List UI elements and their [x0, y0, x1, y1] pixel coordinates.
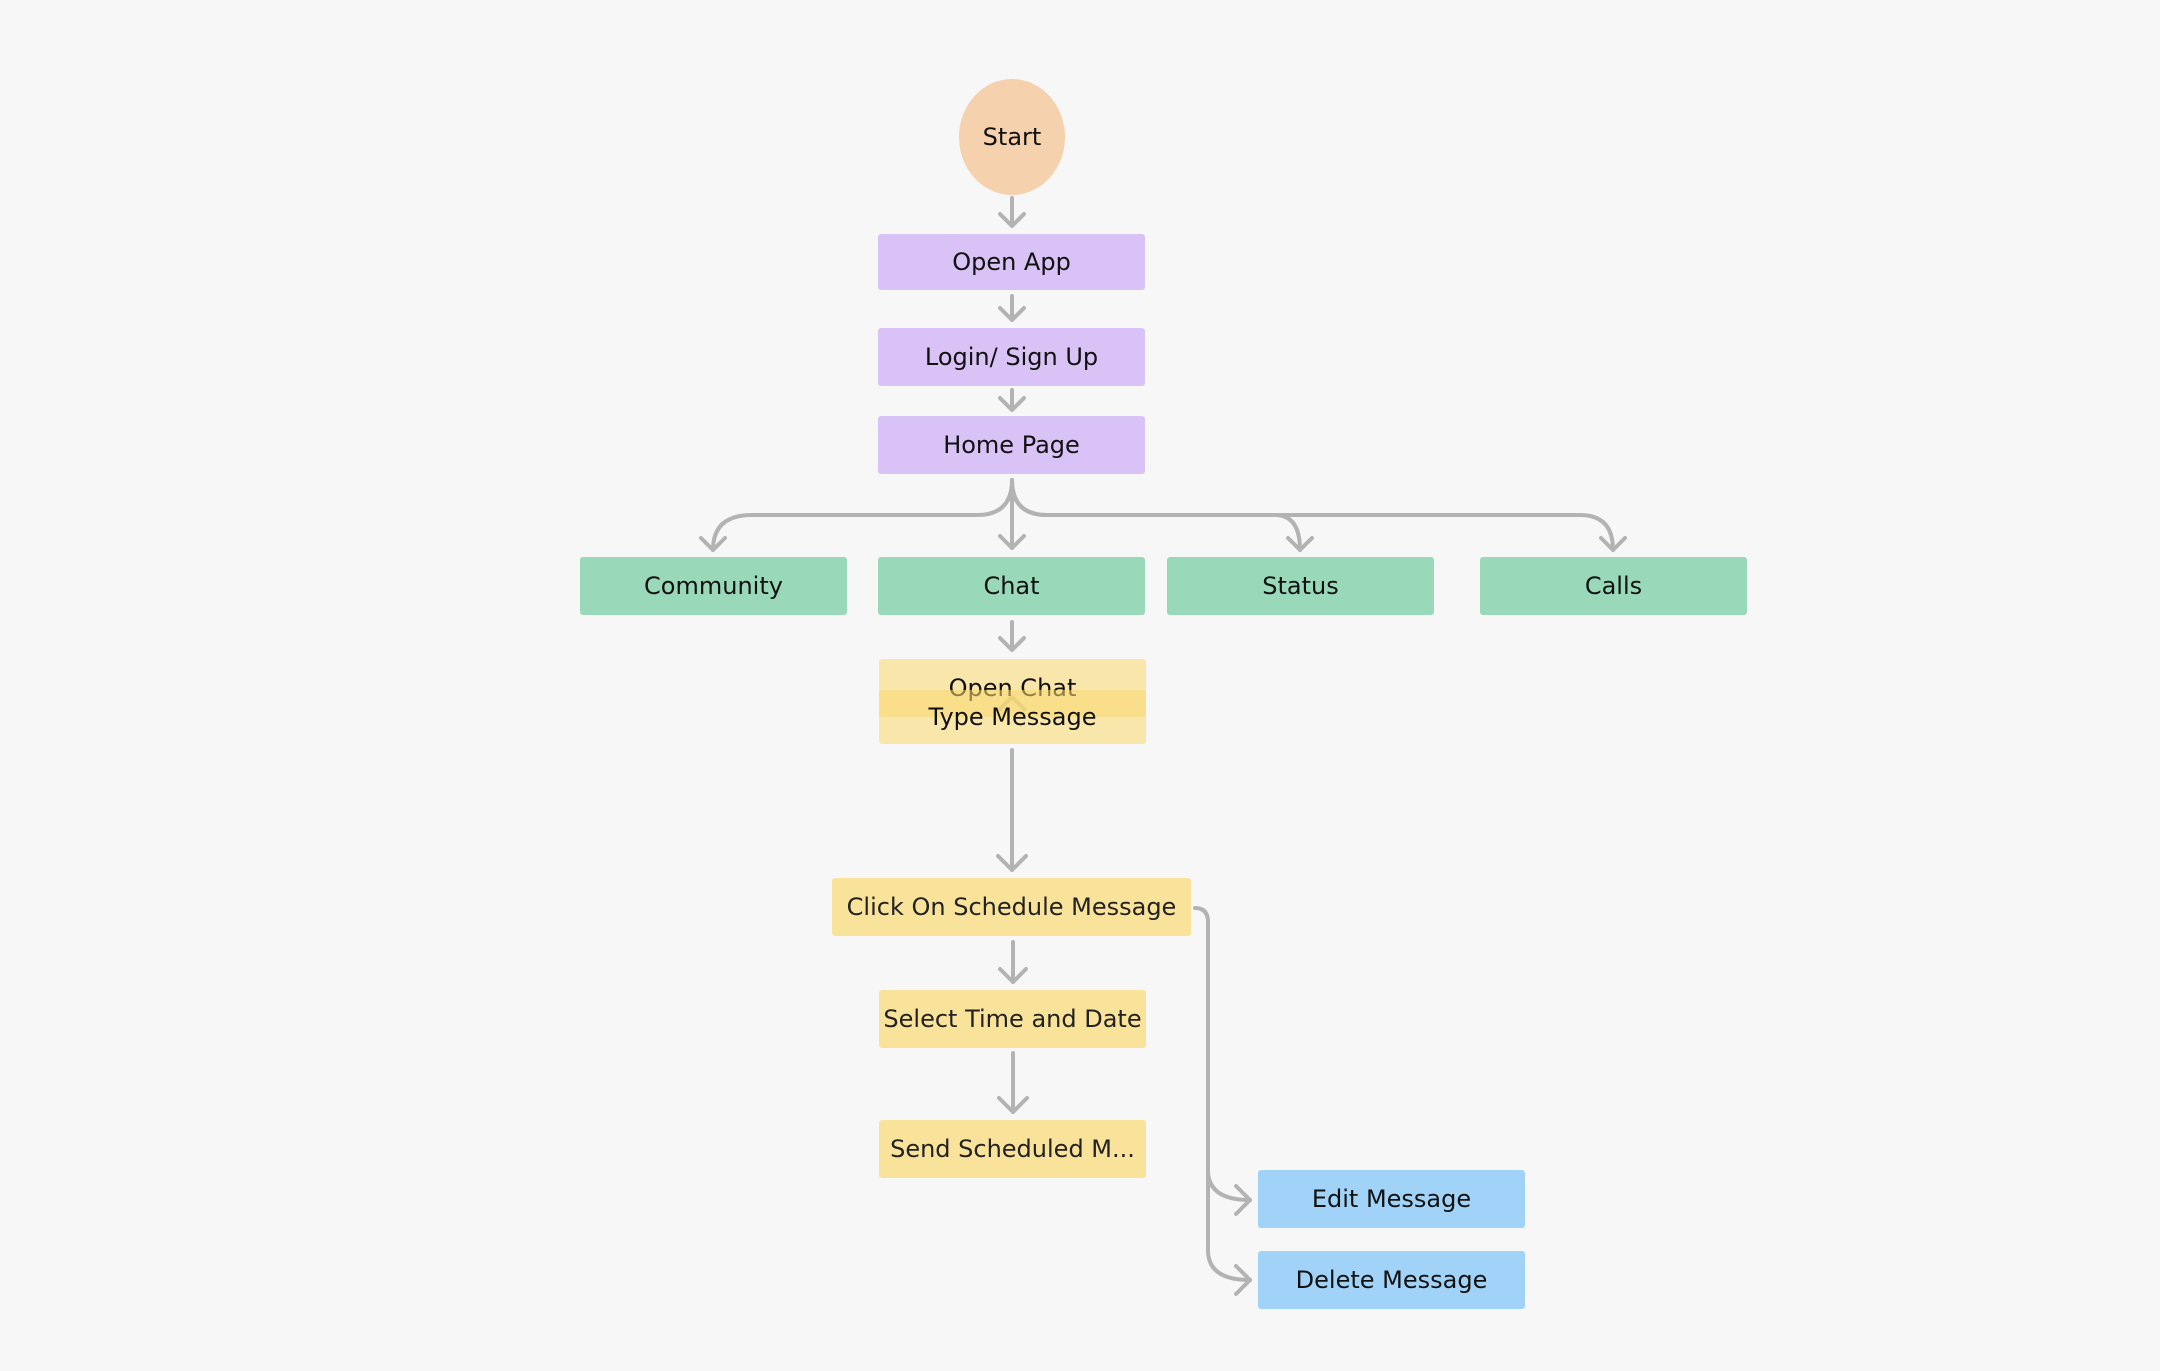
edge-schedule-to-edit — [1193, 906, 1252, 1202]
node-select-time-and-date[interactable]: Select Time and Date — [879, 990, 1146, 1048]
node-home-page[interactable]: Home Page — [878, 416, 1145, 474]
arrowhead-delete — [1234, 1264, 1252, 1296]
node-login-sign-up[interactable]: Login/ Sign Up — [878, 328, 1145, 386]
node-status[interactable]: Status — [1167, 557, 1434, 615]
edge-home-to-calls — [1010, 478, 1615, 552]
node-click-on-schedule-message[interactable]: Click On Schedule Message — [832, 878, 1191, 936]
node-edit-message[interactable]: Edit Message — [1258, 1170, 1525, 1228]
arrowhead-community — [699, 536, 727, 552]
arrowhead-calls — [1599, 536, 1627, 552]
node-calls[interactable]: Calls — [1480, 557, 1747, 615]
node-type-message[interactable]: Type Message — [879, 690, 1146, 744]
edge-schedule-to-delete — [1206, 1168, 1252, 1282]
arrowhead-home — [998, 396, 1026, 412]
edge-home-to-community — [711, 478, 1014, 552]
arrowhead-schedule — [996, 854, 1028, 872]
node-community[interactable]: Community — [580, 557, 847, 615]
node-open-app[interactable]: Open App — [878, 234, 1145, 290]
node-delete-message[interactable]: Delete Message — [1258, 1251, 1525, 1309]
node-start[interactable]: Start — [959, 79, 1065, 195]
arrowhead-login — [998, 306, 1026, 322]
arrowhead-status — [1286, 536, 1314, 552]
node-send-scheduled-message[interactable]: Send Scheduled M... — [879, 1120, 1146, 1178]
arrowhead-send-scheduled — [997, 1096, 1029, 1114]
arrowhead-edit — [1234, 1184, 1252, 1216]
arrowhead-open-chat — [998, 636, 1026, 652]
node-chat[interactable]: Chat — [878, 557, 1145, 615]
arrowhead-chat — [998, 534, 1026, 550]
arrowhead-open-app — [998, 212, 1026, 228]
arrowhead-select-time — [998, 967, 1028, 984]
